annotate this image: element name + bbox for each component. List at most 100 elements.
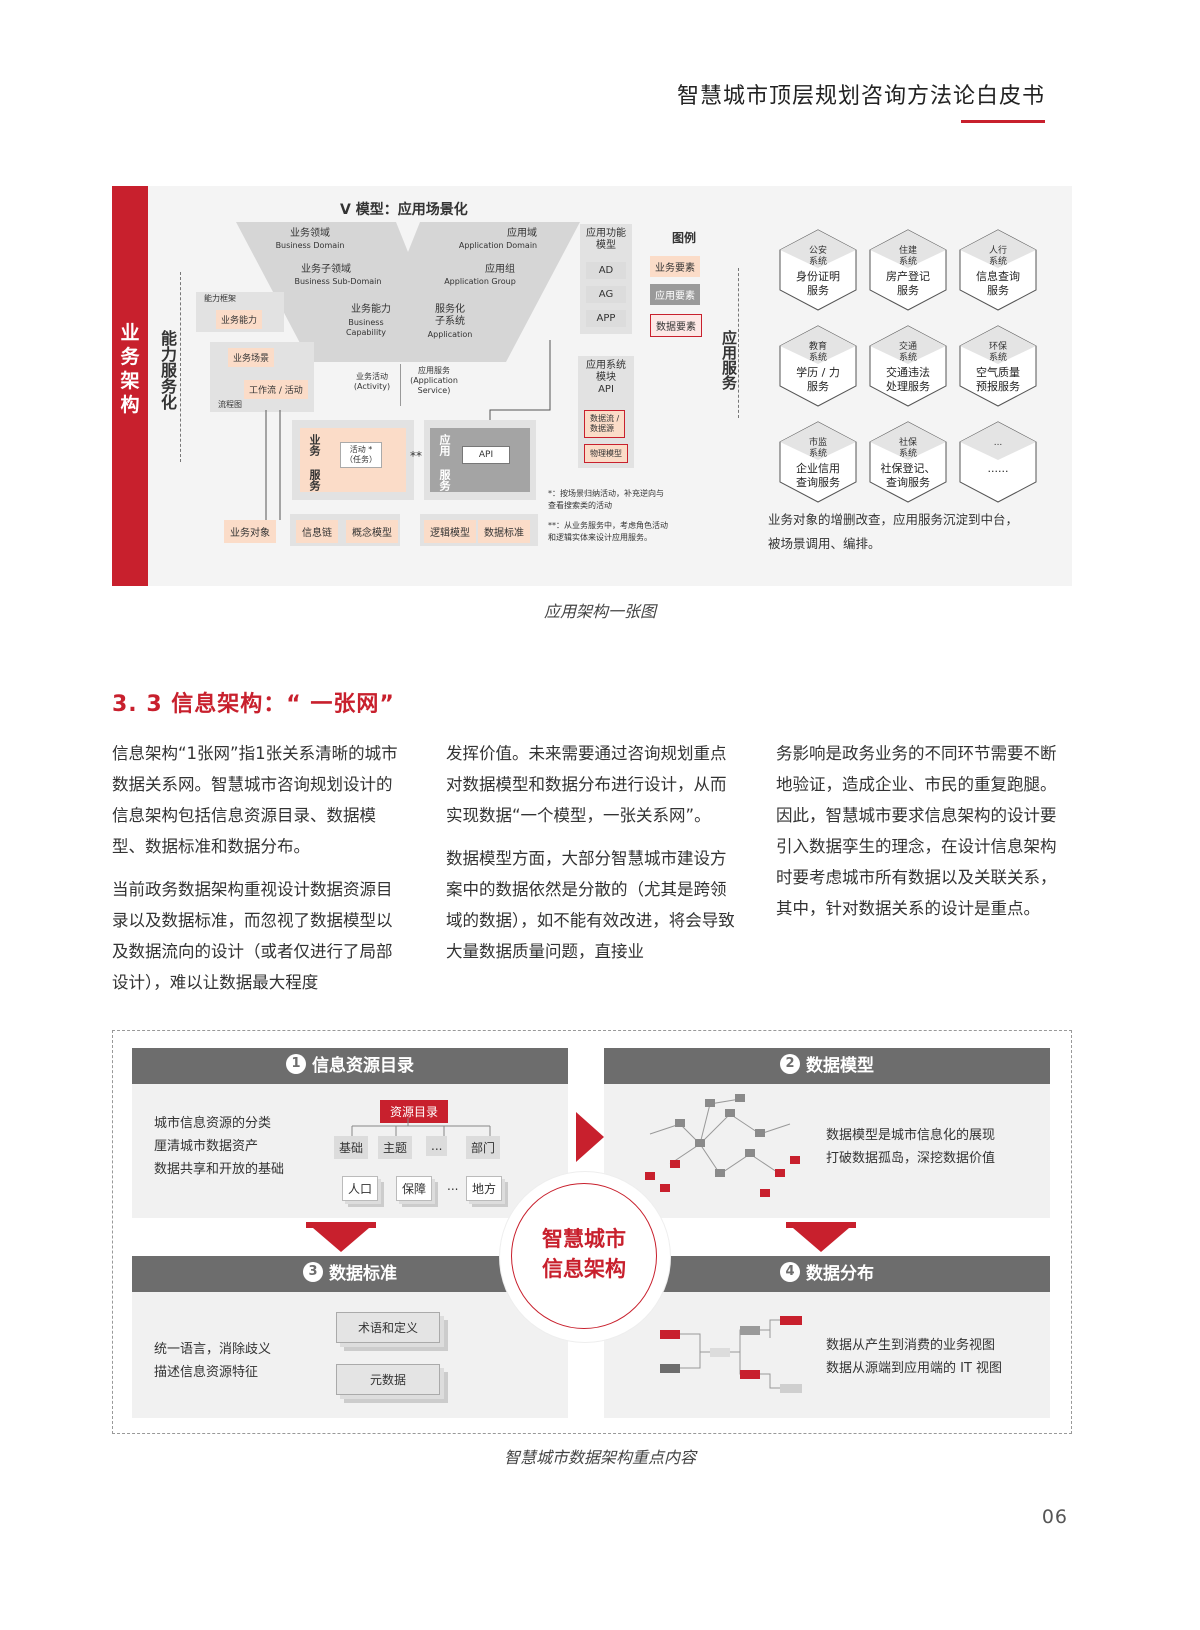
side-label-char: 架 [120,370,140,392]
vmodel-title: V 模型：应用场景化 [340,202,468,218]
hex-system-label: 环保 系统 [988,342,1007,363]
catalog-tree-lines [351,1118,491,1136]
hex-service-label: 空气质量 预报服务 [976,366,1020,393]
text-line: 数据共享和开放的基础 [154,1162,285,1177]
hex-service-label: 交通违法 处理服务 [886,366,930,393]
biz-scene-tag: 业务场景 [228,348,275,367]
hex-system-label: 社保 系统 [898,438,917,459]
hex-system-label: ... [993,438,1003,448]
panel-4-header: 4 数据分布 [604,1256,1050,1292]
hex-service-label: 社保登记、 查询服务 [880,462,936,489]
terms-definitions-stack: 术语和定义 [336,1312,440,1343]
app-service-side-label: 应用服务 [720,330,738,390]
right-group: 应用组 [485,264,515,275]
side-label-char: 业 [120,322,140,344]
legend-title: 图例 [671,231,696,245]
service-hexagon: 教育 系统学历 / 力 服务 [776,324,860,408]
note-2: **：从业务服务中，考虑角色活动 和逻辑实体来设计应用服务。 [548,521,668,542]
metadata-stack: 元数据 [336,1364,440,1395]
right-domain: 应用域 [507,228,537,239]
figure1-side-bar: 业 务 架 构 [112,186,148,586]
paragraph: 当前政务数据架构重视设计数据资源目录以及数据标准，而忽视了数据模型以及数据流向的… [112,880,393,992]
service-hexagon: 市监 系统企业信用 查询服务 [776,420,860,504]
left-domain-en: Business Domain [275,241,345,250]
biz-object-tag: 业务对象 [224,520,276,543]
hexagon-shape-icon [959,325,1037,407]
hex-service-label: 企业信用 查询服务 [796,462,840,489]
panel-1-title: 信息资源目录 [312,1056,414,1076]
section-title: 3. 3 信息架构：“ 一张网” [112,692,395,717]
left-capability: 业务能力 [351,304,391,315]
side-label-char: 构 [120,394,140,416]
info-chain-tag: 信息链 [296,520,338,543]
hex-service-label: 学历 / 力 服务 [796,366,840,393]
page-number: 06 [1041,1506,1068,1528]
activity-task-box: 活动 * （任务） [340,442,382,468]
paragraph: 数据模型方面，大部分智慧城市建设方案中的数据依然是分散的（尤其是跨领域的数据），… [446,849,735,961]
right-subsystem: 服务化 子系统 [435,304,465,327]
service-hexagon: 住建 系统房产登记 服务 [866,228,950,312]
hexagon-shape-icon [779,325,857,407]
service-hexagon: 交通 系统交通违法 处理服务 [866,324,950,408]
app-func-item: AD [586,262,626,279]
text-line: 打破数据孤岛，深挖数据价值 [826,1151,996,1166]
biz-ability-tag: 业务能力 [216,310,263,329]
text-line: 统一语言，消除歧义 [154,1342,272,1357]
divider [400,364,401,406]
hexagon-shape-icon [869,421,947,503]
arrow-down-icon [306,1222,376,1252]
workflow-tag: 工作流 / 活动 [244,380,308,399]
number-badge: 4 [780,1262,800,1282]
catalog-root: 资源目录 [380,1100,449,1123]
hex-service-label: 信息查询 服务 [976,270,1020,297]
hex-system-label: 交通 系统 [898,342,917,363]
service-hexagon: 公安 系统身份证明 服务 [776,228,860,312]
left-subdomain: 业务子领域 [301,264,351,275]
hex-service-label: 房产登记 服务 [886,270,930,297]
flowchart-label: 流程图 [218,400,242,409]
text-line: 描述信息资源特征 [154,1365,259,1380]
data-distribution-tree-icon [660,1316,802,1393]
hexagon-shape-icon [959,229,1037,311]
center-line: 信息架构 [542,1257,626,1281]
panel-3-title: 数据标准 [329,1264,397,1284]
catalog-level1: ... [426,1136,448,1156]
arrow-right-icon [576,1112,604,1162]
panel-2-text: 数据模型是城市信息化的展现 打破数据孤岛，深挖数据价值 [826,1124,995,1170]
number-badge: 2 [780,1054,800,1074]
catalog-level2: 人口 [342,1176,379,1201]
service-hexagon: 环保 系统空气质量 预报服务 [956,324,1040,408]
right-domain-en: Application Domain [458,241,538,250]
app-func-model-label: 应用功能 模型 [586,228,626,251]
hex-service-label: ...... [987,462,1009,475]
center-info-architecture: 智慧城市 信息架构 [500,1172,670,1342]
panel-1-text: 城市信息资源的分类 厘清城市数据资产 数据共享和开放的基础 [154,1112,284,1181]
v-model-shape [236,222,580,362]
catalog-level2: 保障 [396,1176,433,1201]
ability-frame-label: 能力框架 [204,294,236,303]
catalog-level2: 地方 [466,1176,503,1201]
hex-system-label: 人行 系统 [988,246,1007,267]
panel-4-text: 数据从产生到消费的业务视图 数据从源端到应用端的 IT 视图 [826,1334,1002,1380]
figure1-caption: 应用架构一张图 [543,602,656,621]
side-label-char: 务 [120,346,140,368]
catalog-level1: 基础 [334,1136,369,1159]
app-bracket-line [738,268,739,418]
text-column-2: 发挥价值。未来需要通过咨询规划重点对数据模型和数据分布进行设计，从而实现数据“一… [446,738,742,979]
hexagon-shape-icon [779,229,857,311]
app-service-box: 应用服务 (Application Service) [410,366,458,395]
header-title: 智慧城市顶层规划咨询方法论白皮书 [676,84,1045,109]
paragraph: 信息架构“1张网”指1张关系清晰的城市数据关系网。智慧城市咨询规划设计的信息架构… [112,744,398,856]
text-line: 城市信息资源的分类 [154,1116,272,1131]
text-line: 数据从产生到消费的业务视图 [826,1338,996,1353]
data-architecture-figure [112,1030,1072,1434]
data-flow-tag: 数据流 / 数据源 [584,410,626,438]
panel-4-title: 数据分布 [806,1264,874,1284]
legend-biz-element: 业务要素 [650,256,700,277]
catalog-level1: 主题 [378,1136,413,1159]
physical-model-tag: 物理模型 [584,444,628,463]
activity-box: 业务活动 (Activity) [353,372,391,391]
ability-service-label: 能力服务化 [158,330,177,410]
